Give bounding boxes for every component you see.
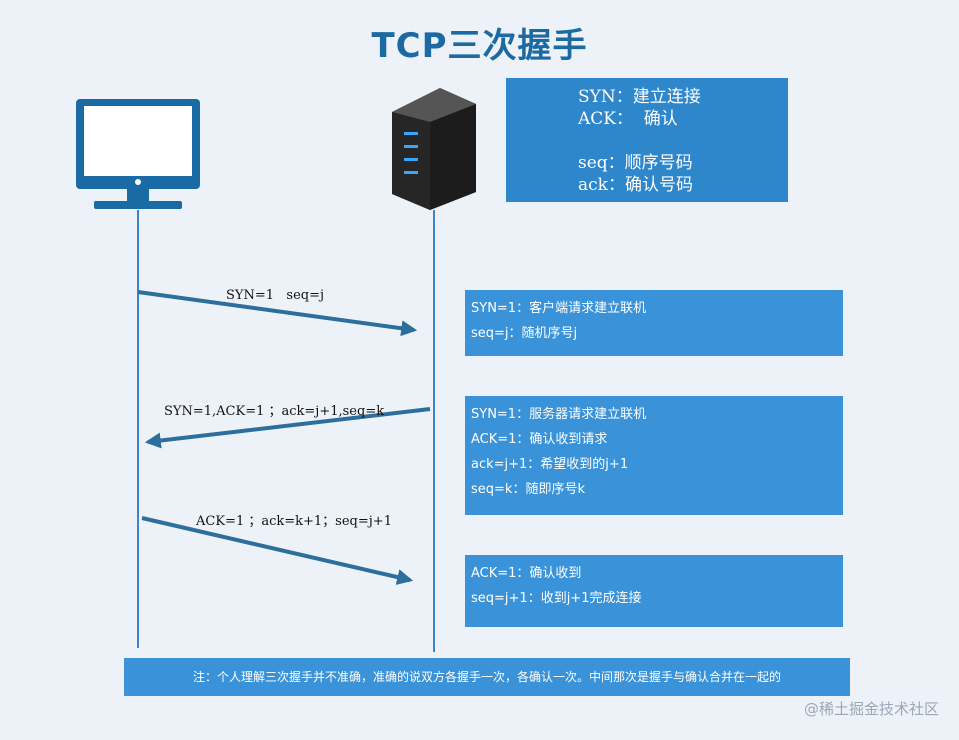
legend-ack-number: ack：确认号码	[578, 175, 693, 195]
note-step1-line: seq=j：随机序号j	[471, 326, 578, 341]
watermark: @稀土掘金技术社区	[803, 700, 939, 718]
legend-syn: SYN：建立连接	[578, 87, 701, 107]
syn-arrow	[137, 290, 418, 337]
note-step1-line: SYN=1：客户端请求建立联机	[471, 301, 647, 316]
message-label-syn: SYN=1 seq=j	[226, 288, 325, 303]
message-label-ack: ACK=1 ；ack=k+1；seq=j+1	[196, 514, 392, 529]
note-step3-line: seq=j+1：收到j+1完成连接	[471, 591, 642, 606]
note-step3-line: ACK=1：确认收到	[471, 566, 582, 581]
ack-arrow	[141, 516, 414, 585]
message-label-syn-ack: SYN=1,ACK=1 ；ack=j+1,seq=k	[164, 404, 385, 419]
note-step2-line: SYN=1：服务器请求建立联机	[471, 407, 647, 422]
syn-ack-arrow	[144, 407, 431, 449]
legend-box: SYN：建立连接 ACK： 确认 seq：顺序号码 ack：确认号码	[506, 78, 788, 202]
legend-ack: ACK： 确认	[578, 109, 678, 129]
footnote: 注：个人理解三次握手并不准确，准确的说双方各握手一次，各确认一次。中间那次是握手…	[124, 658, 850, 696]
note-step2: SYN=1：服务器请求建立联机 ACK=1：确认收到请求 ack=j+1：希望收…	[465, 396, 843, 515]
server-icon	[392, 88, 476, 210]
legend-seq: seq：顺序号码	[578, 153, 693, 173]
note-step2-line: seq=k：随即序号k	[471, 482, 585, 497]
note-step2-line: ACK=1：确认收到请求	[471, 432, 608, 447]
note-step3: ACK=1：确认收到 seq=j+1：收到j+1完成连接	[465, 555, 843, 627]
diagram-title: TCP三次握手	[371, 26, 588, 66]
note-step1: SYN=1：客户端请求建立联机 seq=j：随机序号j	[465, 290, 843, 356]
monitor-icon	[76, 99, 200, 209]
note-step2-line: ack=j+1：希望收到的j+1	[471, 457, 629, 472]
